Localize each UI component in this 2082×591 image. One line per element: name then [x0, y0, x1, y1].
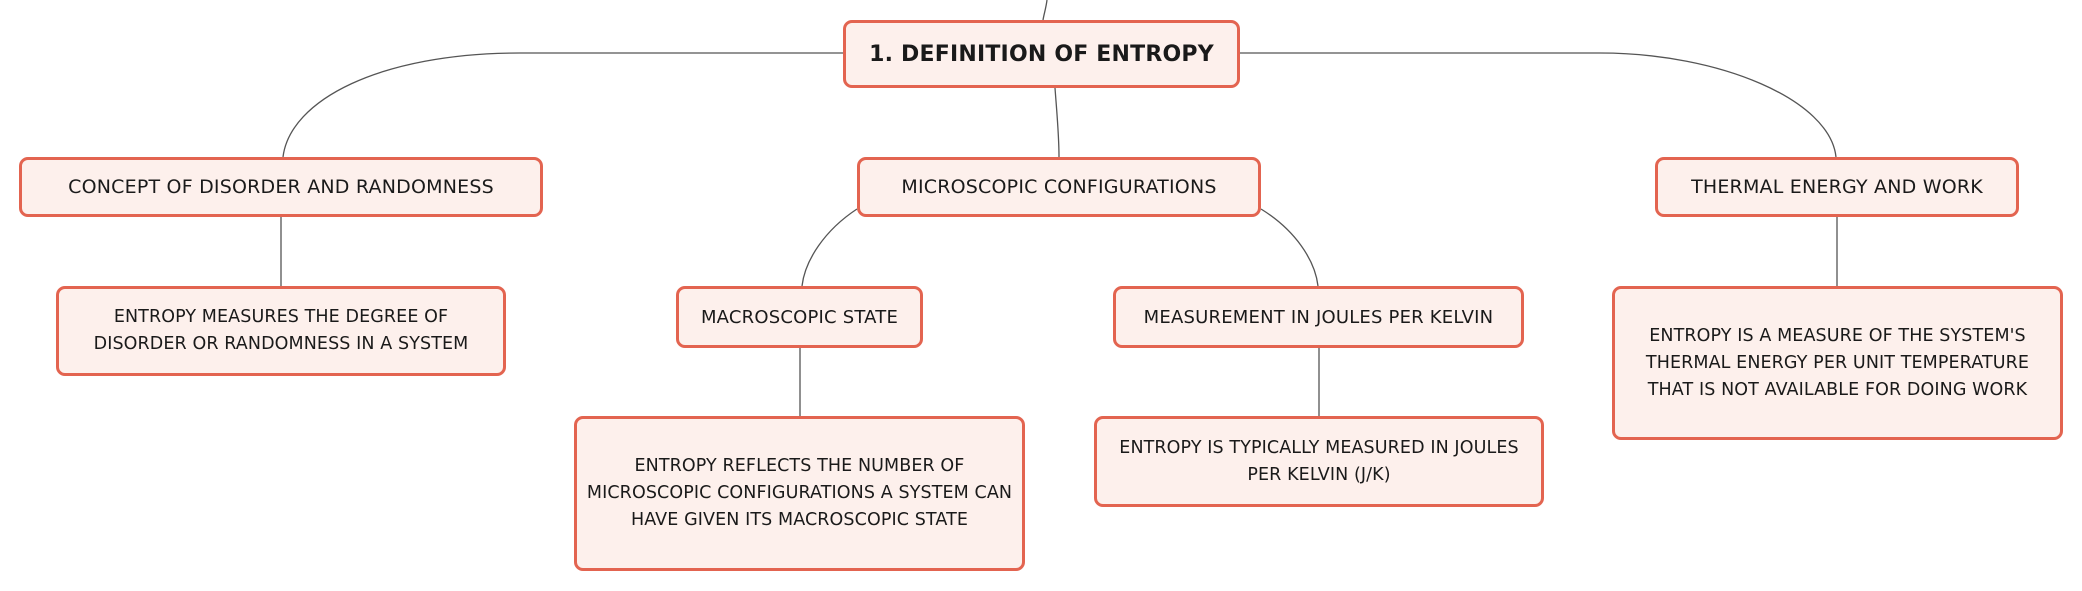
- branch-node-microscopic-configurations[interactable]: MICROSCOPIC CONFIGURATIONS: [857, 157, 1261, 217]
- leaf-node-entropy-microscopic-configurations[interactable]: ENTROPY REFLECTS THE NUMBER OF MICROSCOP…: [574, 416, 1025, 571]
- node-label: ENTROPY REFLECTS THE NUMBER OF MICROSCOP…: [586, 456, 1013, 530]
- connector-microscopic-to-macroscopic-state: [801, 208, 858, 287]
- leaf-node-entropy-joules-per-kelvin[interactable]: ENTROPY IS TYPICALLY MEASURED IN JOULES …: [1094, 416, 1544, 507]
- subbranch-node-measurement-joules-per-kelvin[interactable]: MEASUREMENT IN JOULES PER KELVIN: [1113, 286, 1524, 348]
- connector-microscopic-to-measurement: [1260, 208, 1319, 287]
- connector-incoming-root: [1042, 0, 1048, 21]
- node-label: MACROSCOPIC STATE: [700, 306, 899, 328]
- node-label: 1. DEFINITION OF ENTROPY: [869, 41, 1214, 67]
- branch-node-concept-of-disorder[interactable]: CONCEPT OF DISORDER AND RANDOMNESS: [19, 157, 543, 217]
- connector-root-to-microscopic-configurations: [1054, 87, 1060, 158]
- node-label: ENTROPY IS A MEASURE OF THE SYSTEM'S THE…: [1645, 325, 2030, 400]
- node-label: MICROSCOPIC CONFIGURATIONS: [901, 176, 1217, 198]
- node-label: ENTROPY IS TYPICALLY MEASURED IN JOULES …: [1119, 437, 1519, 485]
- subbranch-node-macroscopic-state[interactable]: MACROSCOPIC STATE: [676, 286, 923, 348]
- node-label: THERMAL ENERGY AND WORK: [1691, 176, 1983, 198]
- root-node-definition-of-entropy[interactable]: 1. DEFINITION OF ENTROPY: [843, 20, 1240, 88]
- branch-node-thermal-energy-and-work[interactable]: THERMAL ENERGY AND WORK: [1655, 157, 2019, 217]
- leaf-node-entropy-measures-disorder[interactable]: ENTROPY MEASURES THE DEGREE OF DISORDER …: [56, 286, 506, 376]
- node-label: CONCEPT OF DISORDER AND RANDOMNESS: [68, 176, 494, 198]
- connector-root-to-concept-of-disorder: [282, 52, 843, 158]
- node-label: MEASUREMENT IN JOULES PER KELVIN: [1143, 306, 1494, 328]
- node-label: ENTROPY MEASURES THE DEGREE OF DISORDER …: [93, 307, 469, 354]
- connector-root-to-thermal-energy: [1240, 52, 1837, 158]
- leaf-node-entropy-thermal-energy[interactable]: ENTROPY IS A MEASURE OF THE SYSTEM'S THE…: [1612, 286, 2063, 440]
